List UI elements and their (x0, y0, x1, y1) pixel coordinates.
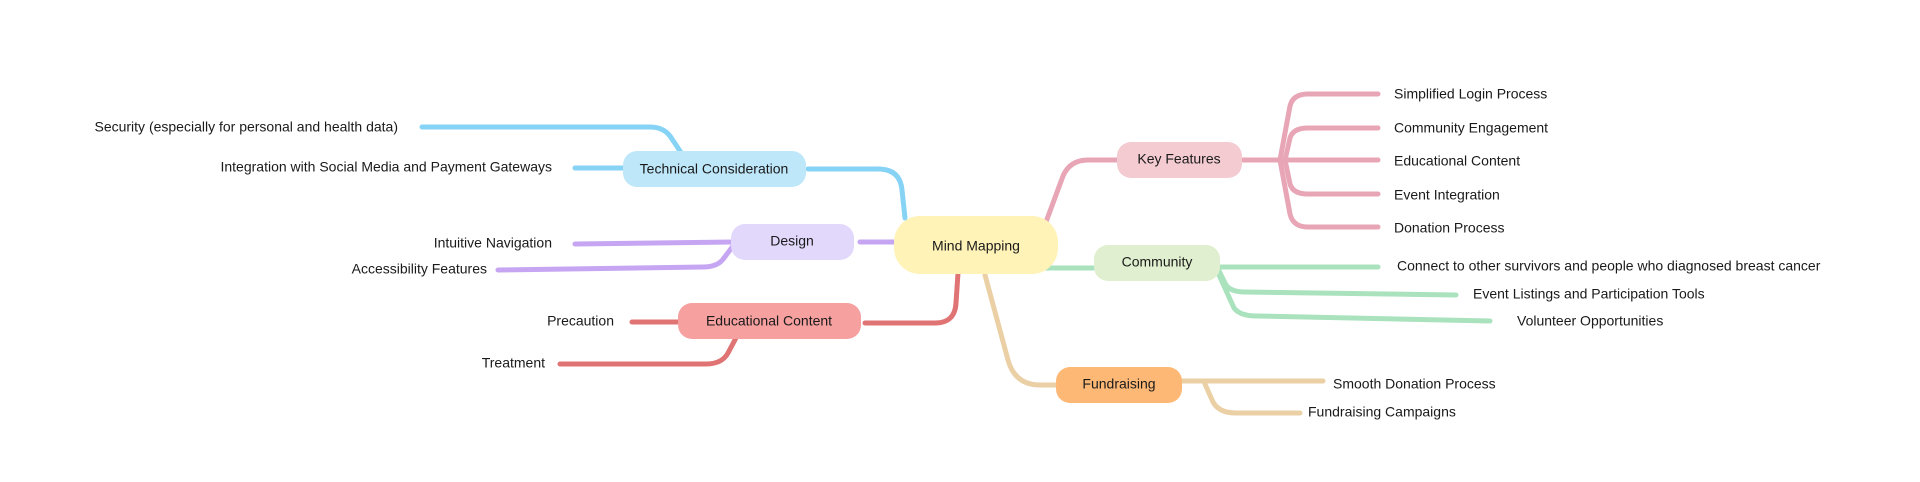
connector-technical (805, 166, 908, 221)
branch-technical[interactable]: Technical Consideration (623, 151, 806, 187)
branch-educational-label: Educational Content (706, 313, 832, 329)
connector-educational (862, 270, 961, 326)
branch-key-features-label: Key Features (1137, 151, 1220, 167)
leaf-line-tech-0 (419, 124, 685, 157)
leaf-kf-login[interactable]: Simplified Login Process (1394, 86, 1547, 102)
branch-technical-pill (623, 151, 806, 187)
branch-design-label: Design (770, 233, 814, 249)
leaf-design-accessibility[interactable]: Accessibility Features (352, 261, 487, 277)
leaf-line-kf-0 (1277, 91, 1381, 163)
branch-educational[interactable]: Educational Content (678, 303, 861, 339)
leaf-line-kf-4 (1277, 157, 1381, 230)
leaf-fund-donation[interactable]: Smooth Donation Process (1333, 376, 1496, 392)
leaf-line-fund-1 (1202, 381, 1303, 416)
leaf-line-design-1 (495, 243, 736, 273)
leaf-fund-campaigns[interactable]: Fundraising Campaigns (1308, 404, 1456, 420)
connector-fundraising (982, 272, 1063, 388)
leaf-kf-donation[interactable]: Donation Process (1394, 220, 1505, 236)
leaf-com-connect[interactable]: Connect to other survivors and people wh… (1397, 258, 1821, 274)
leaf-line-kf-1 (1282, 125, 1381, 163)
leaf-line-com-1 (1216, 268, 1459, 298)
branch-key-features[interactable]: Key Features (1117, 142, 1242, 178)
branch-key-features-pill (1117, 142, 1242, 178)
branch-community-pill (1094, 245, 1220, 281)
leaf-com-events[interactable]: Event Listings and Participation Tools (1473, 286, 1705, 302)
branch-fundraising-label: Fundraising (1082, 376, 1155, 392)
leaf-edu-treatment[interactable]: Treatment (482, 355, 545, 371)
branch-fundraising-pill (1056, 367, 1182, 403)
branch-community-label: Community (1122, 254, 1193, 270)
leaf-line-kf-3 (1282, 157, 1381, 197)
leaf-line-edu-1 (557, 333, 740, 367)
center-node[interactable]: Mind Mapping (894, 216, 1058, 274)
branch-design[interactable]: Design (731, 224, 854, 260)
connector-key-features (1043, 157, 1123, 225)
center-label: Mind Mapping (932, 238, 1020, 254)
branch-educational-pill (678, 303, 861, 339)
leaf-kf-event[interactable]: Event Integration (1394, 187, 1500, 203)
branch-technical-label: Technical Consideration (640, 161, 789, 177)
leaf-tech-integration[interactable]: Integration with Social Media and Paymen… (220, 159, 552, 175)
leaf-kf-community[interactable]: Community Engagement (1394, 120, 1548, 136)
leaf-kf-educational[interactable]: Educational Content (1394, 153, 1520, 169)
leaf-line-com-2 (1216, 272, 1493, 324)
leaf-edu-precaution[interactable]: Precaution (547, 313, 614, 329)
branch-fundraising[interactable]: Fundraising (1056, 367, 1182, 403)
branch-community[interactable]: Community (1094, 245, 1220, 281)
branch-design-pill (731, 224, 854, 260)
leaf-tech-security[interactable]: Security (especially for personal and he… (94, 119, 398, 135)
leaf-design-navigation[interactable]: Intuitive Navigation (434, 235, 552, 251)
leaf-line-design-0 (572, 239, 736, 247)
leaf-com-volunteer[interactable]: Volunteer Opportunities (1517, 313, 1663, 329)
